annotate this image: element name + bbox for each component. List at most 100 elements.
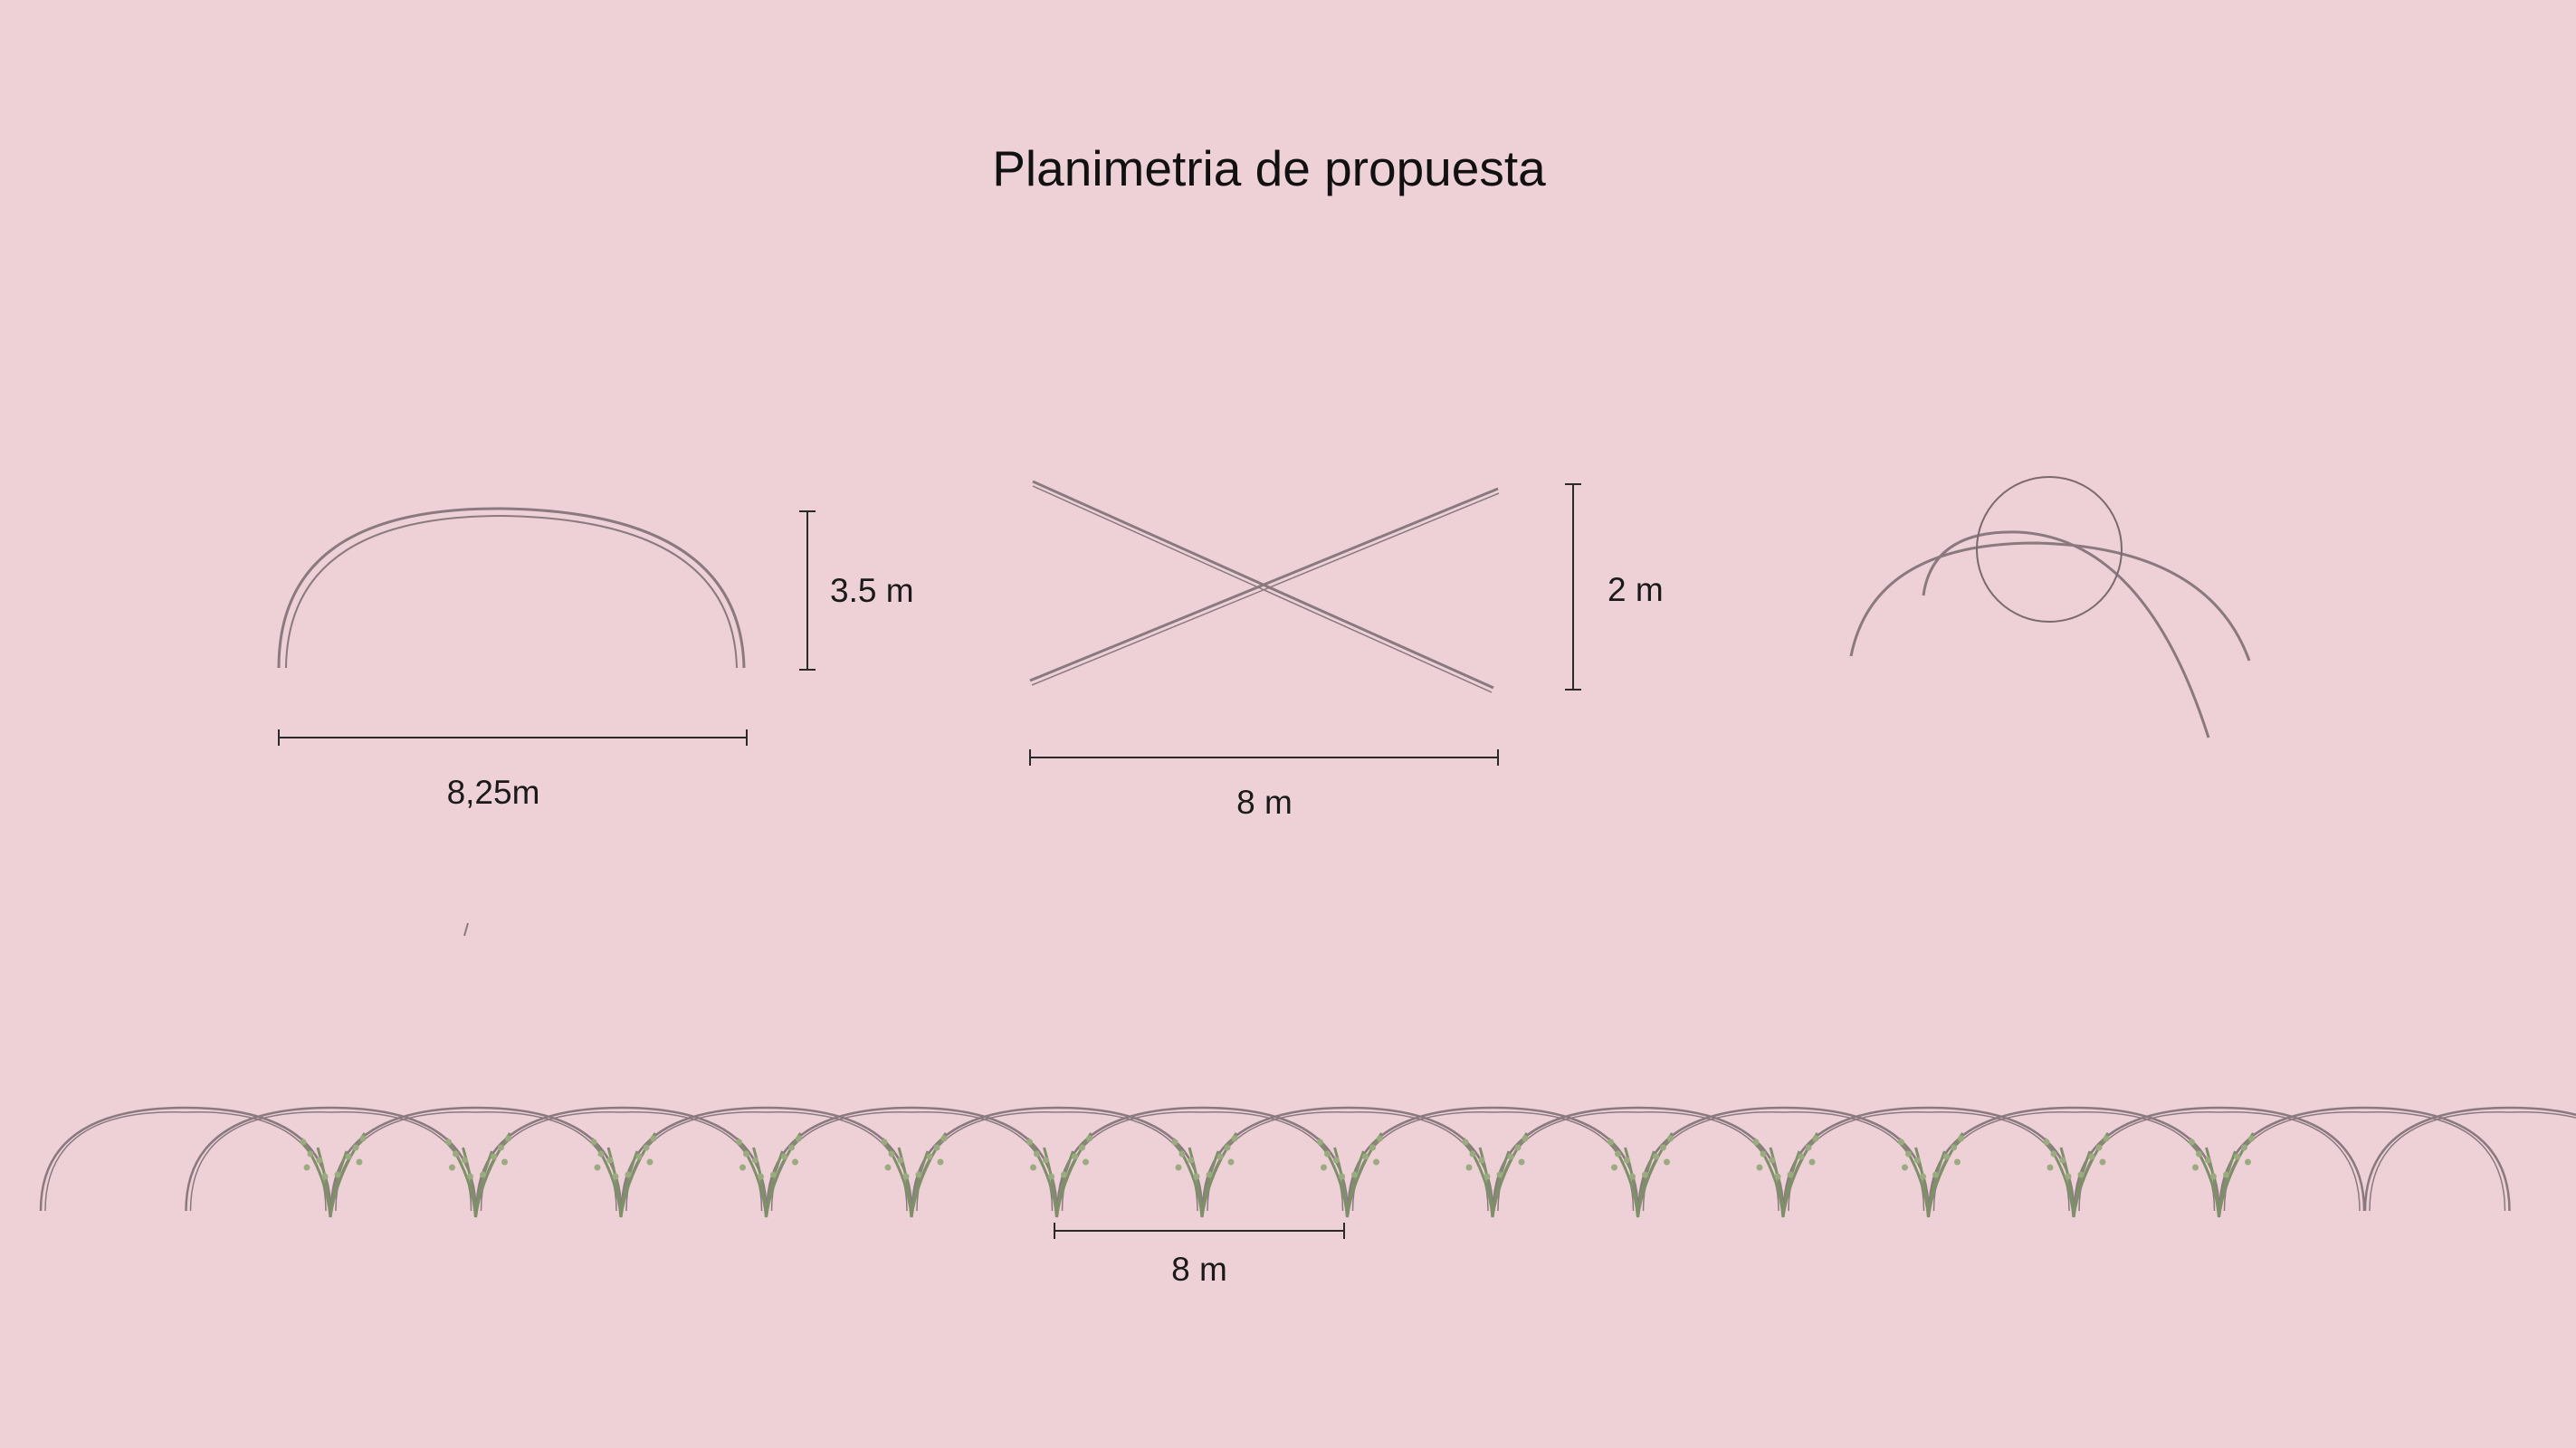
plant-leaf [1642, 1171, 1648, 1178]
plant-stem [1200, 1150, 1220, 1218]
row-arch [2363, 1106, 2576, 1212]
plant-leaf [926, 1153, 933, 1160]
plant-leaf [933, 1144, 940, 1151]
plant-leaf [300, 1138, 307, 1146]
row-arch [39, 1106, 332, 1212]
plant-leaf [1898, 1138, 1904, 1146]
plant-leaf [625, 1171, 632, 1178]
plant-leaf [2189, 1138, 2195, 1146]
plant-leaf [1188, 1157, 1195, 1164]
plant-leaf [1943, 1153, 1950, 1160]
row-arch [185, 1106, 477, 1212]
plant-leaf [2059, 1157, 2066, 1164]
plant-stem [910, 1150, 930, 1218]
plant-leaf [1660, 1144, 1666, 1151]
plant-leaf [752, 1157, 758, 1164]
plant-leaf [796, 1135, 802, 1142]
plant-stem [1927, 1150, 1946, 1218]
plant-leaf [1507, 1153, 1514, 1160]
plant-leaf [736, 1138, 742, 1146]
plant-stem [619, 1150, 639, 1218]
plant-stem [2072, 1150, 2092, 1218]
plant-leaf [897, 1157, 904, 1164]
plant-leaf [1808, 1158, 1816, 1166]
plant-leaf [1324, 1150, 1331, 1157]
plant-leaf [1611, 1164, 1617, 1171]
row-arch [620, 1106, 913, 1212]
plant [300, 1132, 367, 1218]
plant-leaf [884, 1164, 892, 1171]
plant-leaf [1951, 1144, 1957, 1151]
plant-leaf [480, 1171, 486, 1178]
crossed-members-diagram: 8 m 2 m [1029, 480, 1664, 821]
plant [1608, 1132, 1674, 1218]
plant-leaf [2234, 1153, 2240, 1160]
plant-leaf [2205, 1157, 2211, 1164]
plant-leaf [1061, 1171, 1067, 1178]
plant-leaf [597, 1150, 605, 1157]
plant [2189, 1132, 2255, 1218]
plant-leaf [1317, 1138, 1323, 1146]
plant-leaf [356, 1158, 363, 1166]
plant-stem [1346, 1150, 1365, 1218]
plant-leaf [467, 1173, 473, 1180]
height-dimension-label: 3.5 m [830, 572, 914, 609]
plant-stem [1055, 1150, 1074, 1218]
row-arch [1782, 1106, 2075, 1212]
row-arch-edge [2369, 1111, 2576, 1212]
plant-leaf [491, 1153, 497, 1160]
plant-stem [765, 1150, 784, 1218]
plant-leaf [505, 1135, 511, 1142]
width-dimension-label: 8 m [1236, 784, 1293, 821]
plant-leaf [1351, 1171, 1358, 1178]
plant-leaf [1086, 1135, 1092, 1142]
height-dimension-label: 2 m [1608, 571, 1664, 608]
plant-leaf [1072, 1153, 1078, 1160]
plant-leaf [2095, 1144, 2103, 1151]
plant-leaf [1175, 1164, 1182, 1171]
plant-leaf [1377, 1135, 1383, 1142]
plant-leaf [888, 1150, 895, 1157]
row-arch [1928, 1106, 2220, 1212]
arch-outer [277, 507, 746, 669]
perspective-arc-2 [1922, 530, 2210, 738]
perspective-arcs-diagram [1849, 476, 2251, 738]
plant-leaf [1227, 1158, 1235, 1166]
plant-leaf [462, 1157, 468, 1164]
plant [445, 1132, 511, 1218]
plant-leaf [2099, 1158, 2106, 1166]
plant-leaf [646, 1158, 654, 1166]
plant-leaf [1664, 1158, 1670, 1166]
plant-leaf [1608, 1138, 1614, 1146]
plant-stem [1636, 1150, 1655, 1218]
plant-leaf [606, 1157, 614, 1164]
plant-leaf [2050, 1150, 2057, 1157]
plant-leaf [788, 1144, 795, 1151]
row-arch [1492, 1106, 1785, 1212]
arch-row [39, 1106, 2576, 1212]
plant-leaf [902, 1173, 910, 1180]
plant [1898, 1132, 1964, 1218]
plant-leaf [1369, 1144, 1376, 1151]
plant-leaf [1798, 1153, 1805, 1160]
plant-leaf [2241, 1144, 2247, 1151]
plant-leaf [1193, 1173, 1200, 1180]
plant-leaf [2088, 1153, 2095, 1160]
row-arch [766, 1106, 1058, 1212]
plant-leaf [1478, 1157, 1485, 1164]
arch-inner [285, 514, 738, 669]
plant [1026, 1132, 1092, 1218]
plant-leaf [1653, 1153, 1659, 1160]
row-arch [475, 1106, 768, 1212]
plant-leaf [1624, 1157, 1630, 1164]
plant-leaf [1462, 1138, 1469, 1146]
plant-leaf [1787, 1171, 1794, 1178]
plant-leaf [453, 1150, 459, 1157]
plant-leaf [359, 1135, 367, 1142]
plant-leaf [1321, 1164, 1327, 1171]
plant-leaf [501, 1158, 508, 1166]
plant-leaf [758, 1173, 764, 1180]
plant-leaf [303, 1164, 310, 1171]
plant-leaf [1514, 1144, 1522, 1151]
plant-leaf [635, 1153, 643, 1160]
